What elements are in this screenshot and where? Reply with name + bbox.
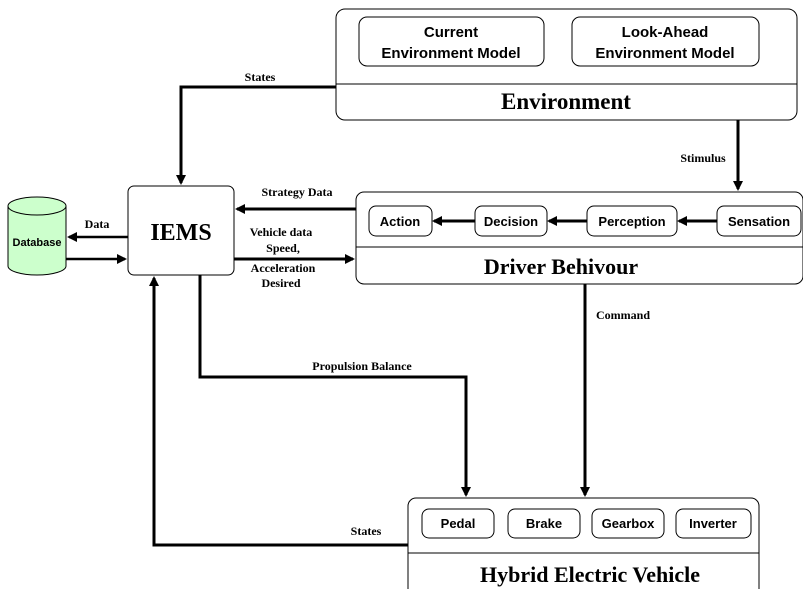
component-pedal-label: Pedal bbox=[441, 516, 476, 531]
hybrid-vehicle-block: Hybrid Electric Vehicle Pedal Brake Gear… bbox=[407, 497, 760, 589]
stage-action-label: Action bbox=[380, 214, 421, 229]
states-top-label: States bbox=[245, 70, 276, 84]
lookahead-environment-model-line2: Environment Model bbox=[595, 45, 734, 62]
lookahead-environment-model-line1: Look-Ahead bbox=[622, 24, 709, 41]
strategy-data-label: Strategy Data bbox=[262, 185, 333, 199]
states-vehicle-to-iems-arrow bbox=[149, 276, 408, 547]
current-environment-model-line1: Current bbox=[424, 24, 478, 41]
stage-decision-label: Decision bbox=[484, 214, 538, 229]
driver-behaviour-block: Driver Behivour Action Decision Percepti… bbox=[355, 191, 803, 285]
hybrid-vehicle-title: Hybrid Electric Vehicle bbox=[480, 562, 700, 587]
vehicle-data-label-line2: Speed, bbox=[266, 241, 300, 255]
component-brake-box bbox=[507, 508, 581, 539]
component-gearbox-box bbox=[591, 508, 665, 539]
stage-sensation-label: Sensation bbox=[728, 214, 790, 229]
component-brake-label: Brake bbox=[526, 516, 562, 531]
stage-perception-label: Perception bbox=[598, 214, 665, 229]
propulsion-balance-arrow bbox=[198, 275, 471, 497]
propulsion-balance-label: Propulsion Balance bbox=[312, 359, 412, 373]
driver-behaviour-box bbox=[355, 191, 803, 285]
driver-behaviour-title: Driver Behivour bbox=[484, 254, 638, 279]
database-top bbox=[7, 196, 67, 216]
iems-title: IEMS bbox=[150, 220, 211, 246]
vehicle-data-label-line4: Desired bbox=[261, 276, 300, 290]
component-inverter-box bbox=[675, 508, 752, 539]
stimulus-label: Stimulus bbox=[680, 151, 726, 165]
states-bottom-label: States bbox=[351, 524, 382, 538]
current-environment-model-line2: Environment Model bbox=[381, 45, 520, 62]
vehicle-data-label-line3: Acceleration bbox=[251, 261, 316, 275]
component-inverter-label: Inverter bbox=[689, 516, 737, 531]
states-environment-to-iems-arrow bbox=[176, 85, 336, 185]
data-label: Data bbox=[85, 217, 110, 231]
database-label: Database bbox=[13, 237, 62, 249]
vehicle-data-label-line1: Vehicle data bbox=[250, 225, 313, 239]
hybrid-vehicle-box bbox=[407, 497, 760, 589]
current-environment-model-box bbox=[358, 16, 545, 67]
environment-title: Environment bbox=[501, 89, 631, 114]
lookahead-environment-model-box bbox=[571, 16, 760, 67]
command-label: Command bbox=[596, 308, 650, 322]
database-body bbox=[7, 206, 67, 276]
iems-block: IEMS bbox=[127, 185, 235, 276]
iems-box bbox=[127, 185, 235, 276]
environment-block: Environment Current Environment Model Lo… bbox=[335, 8, 798, 121]
component-gearbox-label: Gearbox bbox=[602, 516, 656, 531]
component-pedal-box bbox=[421, 508, 495, 539]
database-cylinder: Database bbox=[7, 196, 67, 276]
